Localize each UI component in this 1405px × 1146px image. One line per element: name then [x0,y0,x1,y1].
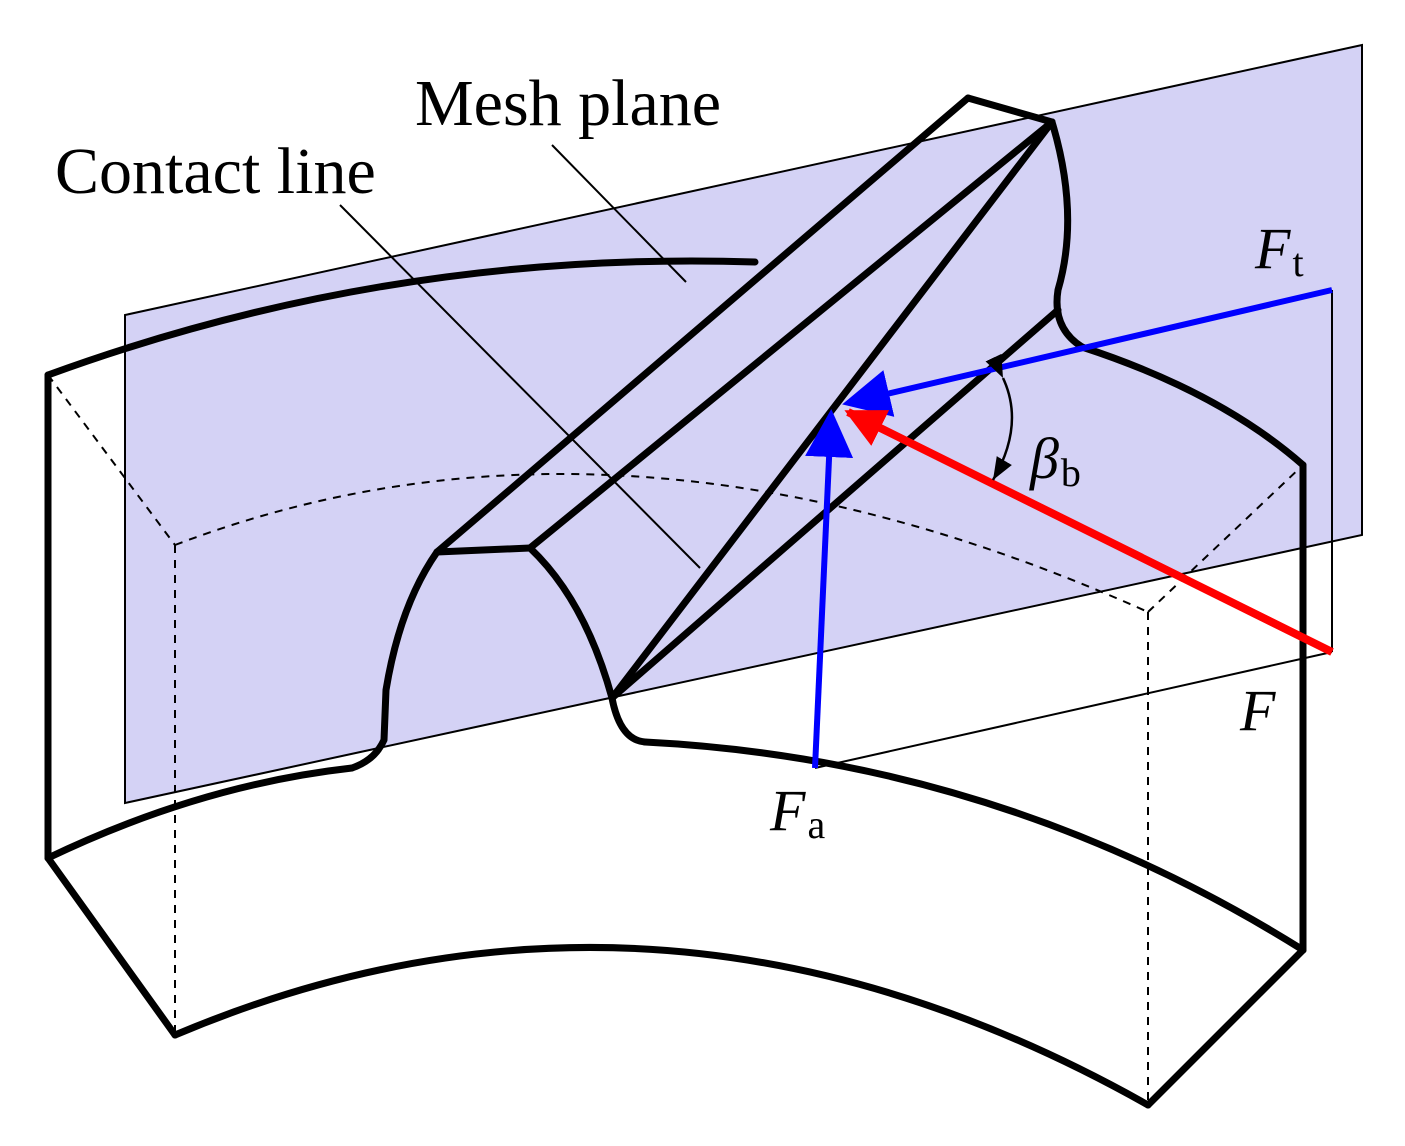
leader-lines [339,144,701,569]
total-force-label: F [1239,678,1276,743]
gear-segment-outline [44,257,1307,1109]
force-construction-lines [814,290,1333,769]
mesh-plane-leader [551,144,687,283]
axial-force-arrow [805,409,854,769]
helix-angle-arc [985,353,1014,481]
total-force-arrow [844,408,1334,656]
contact-line-leader [339,204,701,569]
axial-force-label: Fa [769,778,825,847]
tangential-force-label: Ft [1254,216,1304,285]
mesh-plane [124,43,1363,805]
hidden-edges [47,374,1304,1105]
tangential-force-arrow [842,287,1333,417]
mesh-plane-label: Mesh plane [415,67,721,140]
contact-line-label: Contact line [55,135,376,208]
helix-angle-label: βb [1029,426,1081,495]
